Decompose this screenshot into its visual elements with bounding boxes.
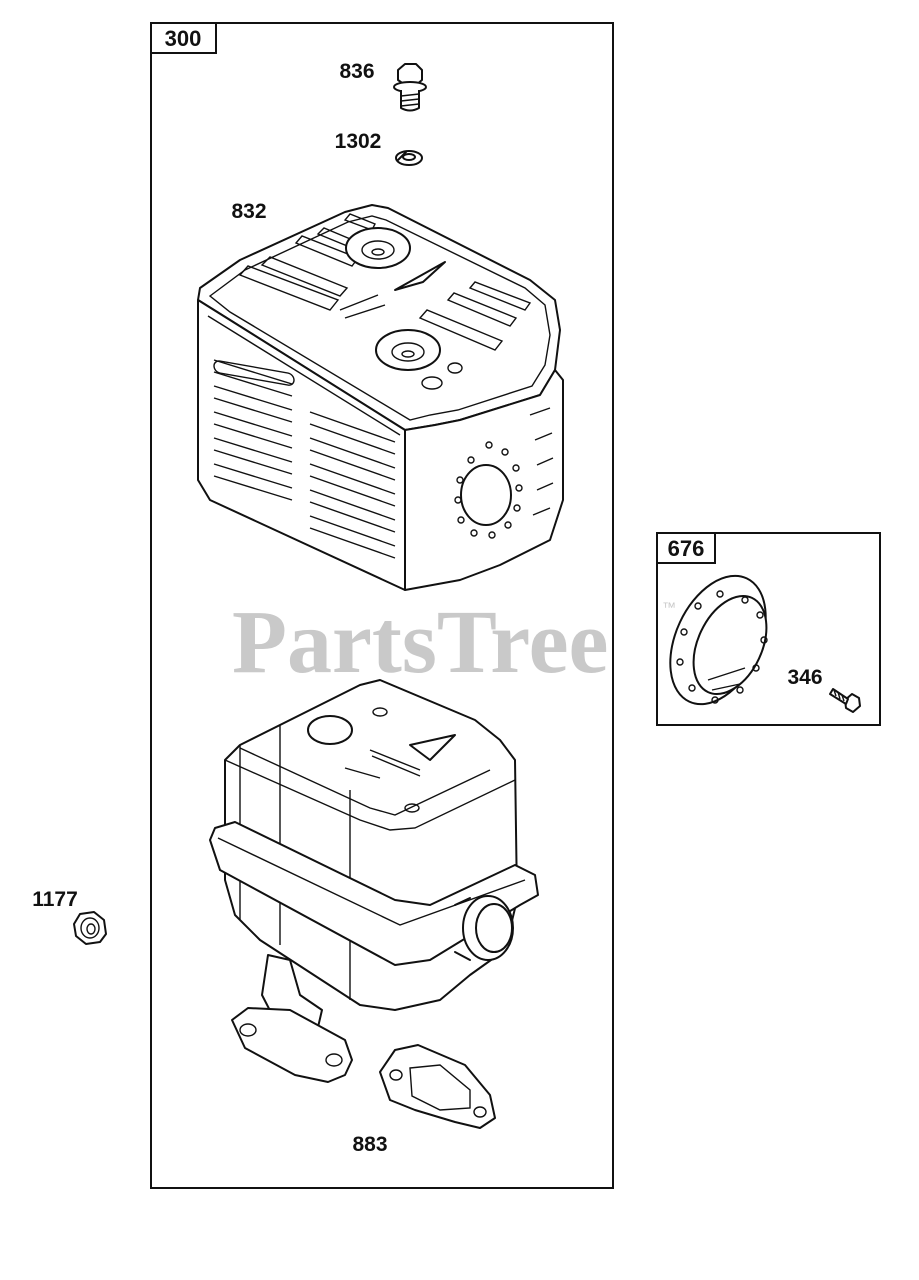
callout-836: 836 <box>339 60 374 83</box>
lock-washer-1302 <box>395 150 423 166</box>
callout-1302: 1302 <box>335 130 382 153</box>
watermark-tm: ™ <box>662 599 676 615</box>
callout-1177: 1177 <box>32 888 78 911</box>
assembly-frame <box>150 22 614 1189</box>
screw-346 <box>829 688 861 713</box>
callout-346: 346 <box>787 666 822 689</box>
assembly-number-box <box>150 22 217 54</box>
assembly-number: 300 <box>165 26 202 51</box>
bolt-836 <box>393 63 427 112</box>
sub-number-box <box>656 532 716 564</box>
sub-box-676: 676 <box>656 532 881 726</box>
nut-1177 <box>73 911 107 945</box>
gasket <box>379 1044 496 1129</box>
end-cap-676 <box>669 574 768 706</box>
sub-frame <box>656 532 881 726</box>
watermark-text: PartsTree <box>232 593 608 692</box>
watermark: PartsTree ™ <box>232 593 676 692</box>
sub-number: 676 <box>668 536 705 561</box>
callout-832: 832 <box>231 200 266 223</box>
muffler-guard-832 <box>197 204 564 591</box>
assembly-box-300: 300 <box>150 22 614 1189</box>
muffler-883 <box>209 679 539 1083</box>
callout-883: 883 <box>352 1133 387 1156</box>
